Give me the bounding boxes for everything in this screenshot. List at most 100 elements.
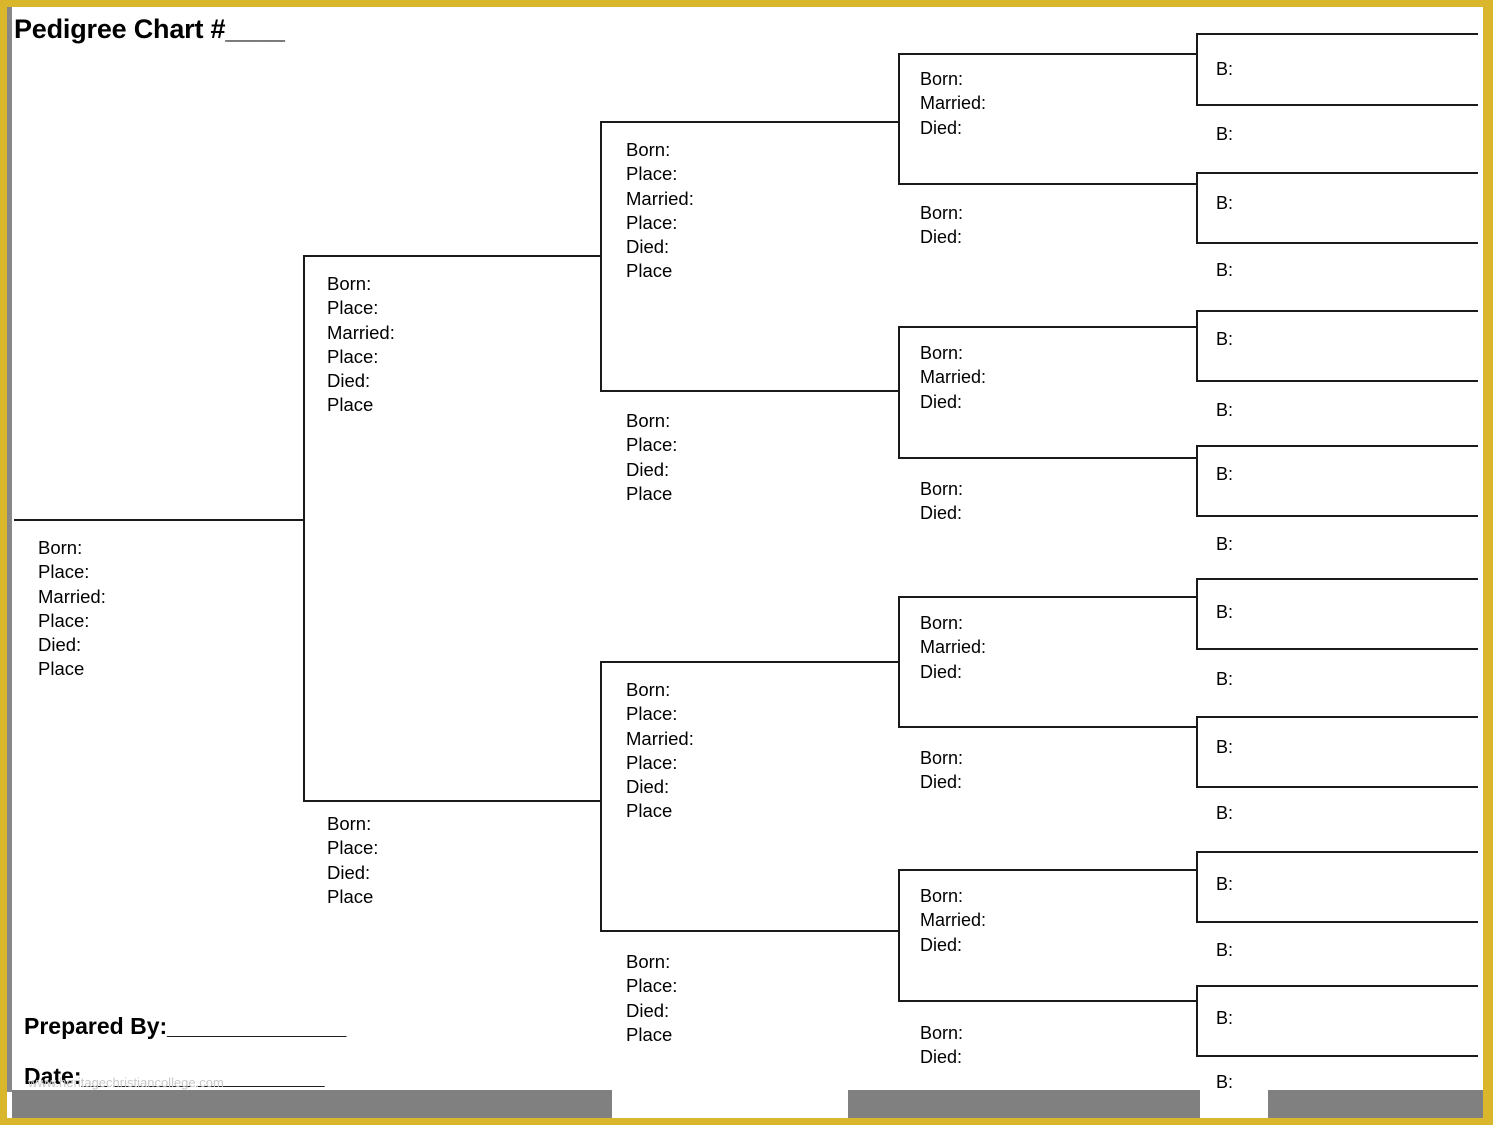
page-border-bottom — [0, 1118, 1493, 1125]
gen4-mmf-bracket-top — [898, 869, 1198, 871]
bottom-gray-bar-notch — [1200, 1090, 1268, 1118]
gen5-12-fields: B: — [1216, 801, 1233, 825]
gen2-father-died: Died: — [327, 370, 371, 392]
gen4-mfm-fields: Born: Died: — [920, 746, 963, 795]
gen5-2-fields: B: — [1216, 122, 1233, 146]
gen4-mmf-bracket-bottom — [898, 1000, 1198, 1002]
gen3-ff-died: Died: — [626, 236, 670, 258]
gen5-7-bracket-left — [1196, 445, 1198, 515]
gen4-mff-married: Married: — [920, 637, 987, 658]
gen5-3-bracket-left — [1196, 172, 1198, 242]
gen3-fm-place2: Place — [626, 482, 673, 504]
gen5-8-fields: B: — [1216, 532, 1233, 556]
gen5-13-bracket-bottom — [1196, 921, 1478, 923]
gen3-fm-fields: Born: Place: Died: Place — [626, 409, 677, 506]
site-watermark: www.heritagechristiancollege.com — [28, 1075, 224, 1090]
gen4-fmf-fields: Born: Married: Died: — [920, 341, 986, 414]
gen5-13-bracket-left — [1196, 851, 1198, 921]
gen5-7-b: B: — [1216, 464, 1234, 484]
gen4-mff-died: Died: — [920, 661, 963, 682]
gen4-mmf-married: Married: — [920, 910, 987, 931]
gen4-fmf-bracket-bottom — [898, 457, 1198, 459]
gen4-mfm-born: Born: — [920, 748, 964, 768]
gen4-mff-born: Born: — [920, 613, 964, 633]
gen4-mfm-died: Died: — [920, 772, 963, 793]
gen1-self-born: Born: — [38, 537, 83, 558]
gen3-fm-died: Died: — [626, 458, 670, 480]
gen5-13-bracket-top — [1196, 851, 1478, 853]
gen2-mother-place2: Place — [327, 885, 374, 907]
gen4-mff-fields: Born: Married: Died: — [920, 611, 986, 684]
gen3-mf-place2: Place: — [626, 751, 678, 773]
gen5-1-fields: B: — [1216, 57, 1233, 81]
gen4-fmm-fields: Born: Died: — [920, 477, 963, 526]
gen2-father-bracket-left — [303, 255, 305, 801]
gen5-13-b: B: — [1216, 874, 1234, 894]
gen3-ff-married: Married: — [626, 187, 694, 209]
gen4-mmm-died: Died: — [920, 1047, 963, 1068]
gen5-11-bracket-bottom — [1196, 786, 1478, 788]
gen4-fmf-bracket-left — [898, 326, 900, 457]
gen5-3-b: B: — [1216, 193, 1234, 213]
gen5-11-bracket-left — [1196, 716, 1198, 786]
gen4-fmf-born: Born: — [920, 343, 964, 363]
gen4-fff-born: Born: — [920, 69, 964, 89]
gen4-mmm-born: Born: — [920, 1023, 964, 1043]
gen4-fff-married: Married: — [920, 93, 987, 114]
gen1-self-married: Married: — [38, 585, 106, 607]
left-gray-strip — [7, 0, 12, 1092]
gen3-ff-bracket-bottom — [600, 390, 900, 392]
gen5-11-fields: B: — [1216, 735, 1233, 759]
date-line[interactable]: Date:__ ______ __________ — [24, 1063, 325, 1089]
page-border-left — [0, 0, 7, 1125]
gen4-fff-bracket-left — [898, 53, 900, 183]
prepared-by-line[interactable]: Prepared By:______________ — [24, 1013, 347, 1039]
gen5-15-b: B: — [1216, 1008, 1234, 1028]
gen2-father-fields: Born: Place: Married: Place: Died: Place — [327, 272, 395, 418]
gen5-1-bracket-left — [1196, 33, 1198, 104]
gen3-mf-born: Born: — [626, 679, 671, 700]
gen2-father-place1: Place: — [327, 297, 379, 319]
gen3-ff-place1: Place: — [626, 163, 678, 185]
gen5-15-bracket-bottom — [1196, 1055, 1478, 1057]
gen5-5-bracket-left — [1196, 310, 1198, 380]
gen4-ffm-born: Born: — [920, 203, 964, 223]
gen4-fff-bracket-bottom — [898, 183, 1198, 185]
gen2-father-born: Born: — [327, 273, 372, 294]
gen3-ff-fields: Born: Place: Married: Place: Died: Place — [626, 138, 694, 284]
gen3-mm-died: Died: — [626, 999, 670, 1021]
gen5-1-bracket-top — [1196, 33, 1478, 35]
gen3-mm-born: Born: — [626, 951, 671, 972]
gen5-7-fields: B: — [1216, 462, 1233, 486]
gen3-ff-bracket-left — [600, 121, 602, 390]
gen5-15-fields: B: — [1216, 1006, 1233, 1030]
gen2-mother-died: Died: — [327, 861, 371, 883]
gen5-9-bracket-top — [1196, 578, 1478, 580]
gen2-father-bracket-bottom — [303, 800, 602, 802]
gen3-mf-bracket-top — [600, 661, 900, 663]
gen5-16-b: B: — [1216, 1072, 1234, 1092]
gen3-mf-place1: Place: — [626, 703, 678, 725]
gen5-7-bracket-bottom — [1196, 515, 1478, 517]
gen2-father-married: Married: — [327, 321, 395, 343]
gen5-5-b: B: — [1216, 329, 1234, 349]
gen4-fmf-married: Married: — [920, 367, 987, 388]
gen4-fff-fields: Born: Married: Died: — [920, 67, 986, 140]
gen5-3-fields: B: — [1216, 191, 1233, 215]
gen1-self-fields: Born: Place: Married: Place: Died: Place — [38, 536, 106, 682]
gen5-3-bracket-bottom — [1196, 242, 1478, 244]
gen5-6-b: B: — [1216, 400, 1234, 420]
gen4-fmm-died: Died: — [920, 503, 963, 524]
gen5-4-b: B: — [1216, 260, 1234, 280]
gen3-mf-bracket-bottom — [600, 930, 900, 932]
gen3-mf-place3: Place — [626, 800, 673, 822]
gen1-self-place3: Place — [38, 658, 85, 680]
page-border-top — [0, 0, 1493, 7]
gen3-ff-place2: Place: — [626, 211, 678, 233]
gen4-mff-bracket-bottom — [898, 726, 1198, 728]
gen2-father-place3: Place — [327, 394, 374, 416]
gen5-1-bracket-bottom — [1196, 104, 1478, 106]
gen5-16-fields: B: — [1216, 1070, 1233, 1094]
gen4-mmf-died: Died: — [920, 934, 963, 955]
gen5-10-b: B: — [1216, 669, 1234, 689]
